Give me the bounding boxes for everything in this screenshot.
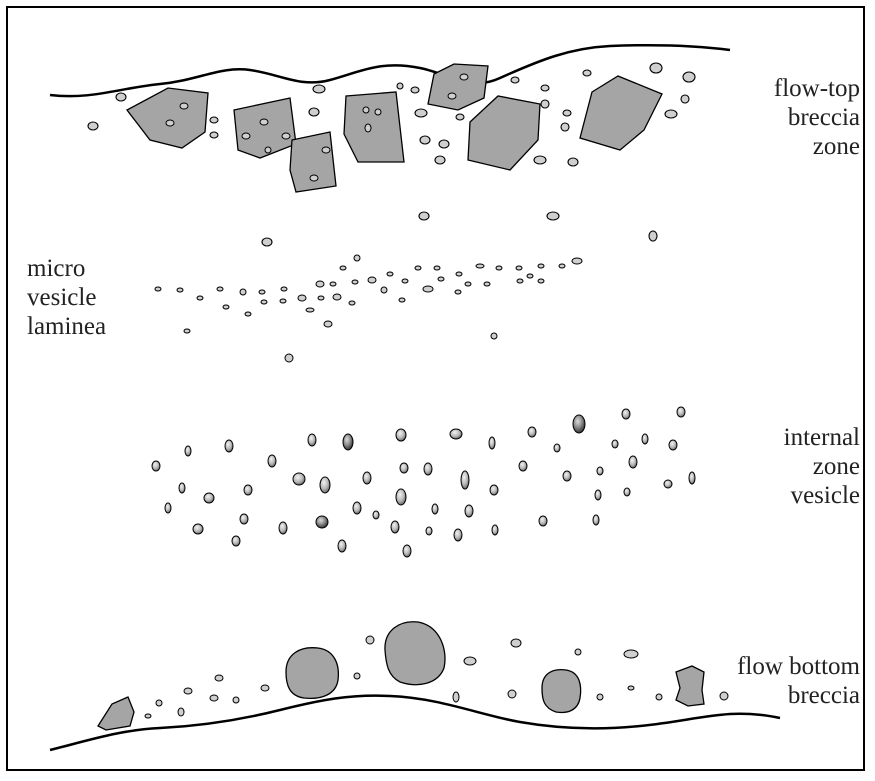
breccia-clast: [290, 132, 336, 192]
label-line: micro: [27, 254, 106, 283]
label-line: breccia: [680, 681, 860, 710]
breccia-clast: [428, 64, 488, 110]
label-flow-bottom-breccia: flow bottom breccia: [680, 652, 860, 710]
label-micro-vesicle-laminea: micro vesicle laminea: [27, 254, 106, 341]
internal-zone-vesicles: [152, 407, 695, 557]
label-line: zone: [720, 452, 860, 481]
label-line: flow bottom: [680, 652, 860, 681]
flow-bottom-breccia-clasts: [98, 622, 704, 730]
label-line: internal: [720, 423, 860, 452]
label-line: laminea: [27, 312, 106, 341]
breccia-clast: [385, 622, 445, 685]
micro-vesicle-laminae: [155, 255, 582, 362]
label-line: breccia: [720, 103, 860, 132]
label-line: flow-top: [720, 74, 860, 103]
flow-top-breccia-clasts: [127, 64, 662, 192]
breccia-clast: [542, 670, 581, 713]
label-line: zone: [720, 132, 860, 161]
label-line: vesicle: [720, 481, 860, 510]
breccia-clast: [468, 96, 540, 170]
breccia-clast: [286, 648, 338, 699]
breccia-clast: [580, 76, 662, 150]
breccia-clast: [127, 88, 208, 148]
label-internal-zone-vesicle: internal zone vesicle: [720, 423, 860, 510]
breccia-clast: [98, 697, 134, 730]
breccia-clast: [344, 92, 404, 162]
label-flow-top-breccia-zone: flow-top breccia zone: [720, 74, 860, 161]
label-line: vesicle: [27, 283, 106, 312]
